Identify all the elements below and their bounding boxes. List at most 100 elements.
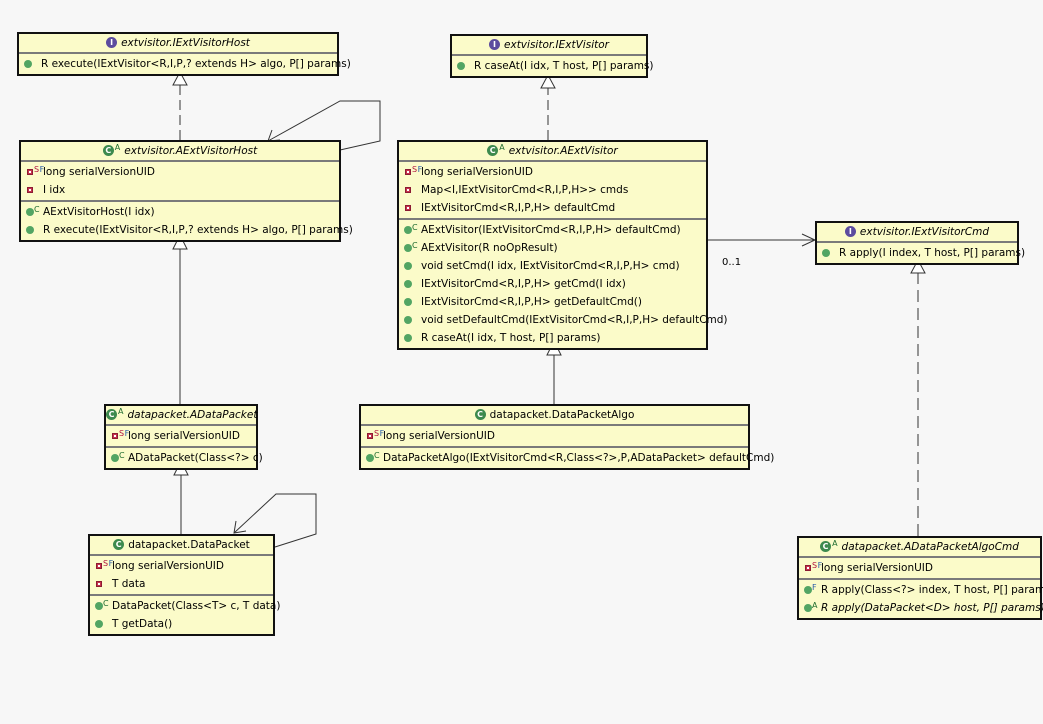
- method-row-text: R apply(Class<?> index, T host, P[] para…: [821, 584, 1043, 596]
- method-row-text: ADataPacket(Class<?> c): [128, 452, 263, 464]
- modifier-f: F: [417, 165, 423, 174]
- method-row[interactable]: void setDefaultCmd(IExtVisitorCmd<R,I,P,…: [399, 311, 728, 329]
- class-icon: C: [820, 540, 832, 552]
- interface-icon: I: [489, 38, 501, 50]
- modifier-f: F: [124, 429, 130, 438]
- class-icon: C: [102, 144, 114, 156]
- methods-section: R caseAt(I idx, T host, P[] params): [452, 56, 654, 76]
- public-visibility-icon: [24, 60, 32, 68]
- modifier-s: S: [103, 559, 109, 568]
- class-name: extvisitor.IExtVisitorHost: [121, 37, 250, 49]
- method-row[interactable]: R apply(I index, T host, P[] params): [817, 244, 1025, 262]
- private-visibility-icon: [405, 205, 411, 211]
- methods-section: R execute(IExtVisitor<R,I,P,? extends H>…: [19, 54, 351, 74]
- modifier-mark: SF: [374, 425, 385, 443]
- public-visibility-icon: [804, 586, 812, 594]
- field-row-text: T data: [112, 578, 146, 590]
- modifier-s: S: [412, 165, 418, 174]
- modifier-c: C: [412, 223, 419, 232]
- modifier-mark: C: [412, 219, 418, 237]
- method-row[interactable]: R execute(IExtVisitor<R,I,P,? extends H>…: [21, 221, 353, 239]
- modifier-mark: A: [812, 597, 818, 615]
- field-row[interactable]: Map<I,IExtVisitorCmd<R,I,P,H>> cmds: [399, 181, 706, 199]
- relation-aextvisitorhost-realizes-iextvisitorhost: [172, 70, 188, 140]
- method-row[interactable]: R execute(IExtVisitor<R,I,P,? extends H>…: [19, 55, 351, 73]
- relation-adatapacketalgocmd-realizes-iextvisitorcmd: [910, 258, 926, 536]
- public-visibility-icon: [404, 334, 412, 342]
- modifier-f: F: [817, 561, 823, 570]
- class-name: datapacket.ADataPacket: [127, 409, 258, 421]
- modifier-mark: SF: [119, 425, 130, 443]
- method-row[interactable]: R caseAt(I idx, T host, P[] params): [452, 57, 654, 75]
- method-row-text: T getData(): [112, 618, 173, 630]
- method-row-text: R caseAt(I idx, T host, P[] params): [421, 332, 601, 344]
- private-visibility-icon: [405, 187, 411, 193]
- modifier-s: S: [374, 429, 380, 438]
- method-row[interactable]: void setCmd(I idx, IExtVisitorCmd<R,I,P,…: [399, 257, 706, 275]
- private-visibility-icon: [27, 169, 33, 175]
- public-visibility-icon: [404, 226, 412, 234]
- private-visibility-icon: [112, 433, 118, 439]
- method-row[interactable]: IExtVisitorCmd<R,I,P,H> getCmd(I idx): [399, 275, 706, 293]
- method-row[interactable]: IExtVisitorCmd<R,I,P,H> getDefaultCmd(): [399, 293, 706, 311]
- modifier-f: F: [108, 559, 114, 568]
- field-row[interactable]: IExtVisitorCmd<R,I,P,H> defaultCmd: [399, 199, 706, 217]
- field-row[interactable]: I idx: [21, 181, 339, 199]
- method-row-text: AExtVisitorHost(I idx): [43, 206, 155, 218]
- method-row-text: R execute(IExtVisitor<R,I,P,? extends H>…: [41, 58, 351, 70]
- relation-aextvisitor-association-iextvisitorcmd: [707, 233, 817, 247]
- abstract-mark: A: [499, 143, 505, 152]
- field-row-text: long serialVersionUID: [128, 430, 240, 442]
- method-row-text: AExtVisitor(IExtVisitorCmd<R,I,P,H> defa…: [421, 224, 681, 236]
- relation-adatapacket-extends-aextvisitorhost: [172, 233, 188, 405]
- modifier-mark: SF: [34, 161, 45, 179]
- interface-icon: I: [106, 36, 118, 48]
- interface-icon: I: [844, 225, 856, 237]
- class-name: extvisitor.AExtVisitorHost: [124, 145, 258, 157]
- method-row[interactable]: R caseAt(I idx, T host, P[] params): [399, 329, 706, 347]
- class-name: datapacket.DataPacket: [128, 539, 250, 551]
- private-visibility-icon: [405, 169, 411, 175]
- modifier-c: C: [374, 451, 381, 460]
- relation-aextvisitor-realizes-iextvisitor: [540, 73, 556, 140]
- public-visibility-icon: [404, 262, 412, 270]
- method-row[interactable]: T getData(): [90, 615, 273, 633]
- field-row[interactable]: T data: [90, 575, 273, 593]
- field-row-text: long serialVersionUID: [43, 166, 155, 178]
- modifier-a: A: [812, 601, 818, 610]
- class-name: datapacket.ADataPacketAlgoCmd: [841, 541, 1019, 553]
- modifier-s: S: [119, 429, 125, 438]
- public-visibility-icon: [26, 226, 34, 234]
- public-visibility-icon: [366, 454, 374, 462]
